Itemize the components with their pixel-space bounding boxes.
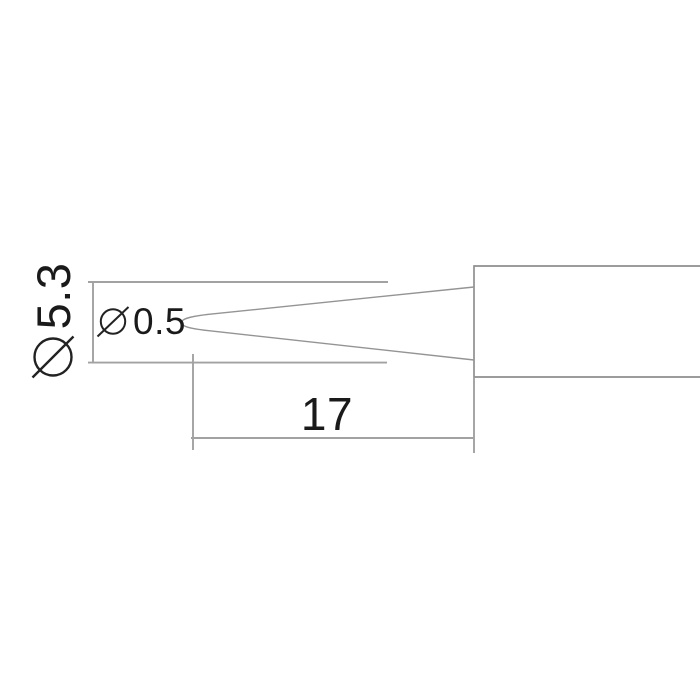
diameter-icon — [96, 306, 130, 338]
shank-diameter-label: 5.3 — [26, 262, 80, 382]
tip-length-value: 17 — [300, 388, 354, 440]
tip-diameter-label: 0.5 — [96, 300, 186, 342]
tip-length-label: 17 — [266, 391, 388, 437]
body-rectangle-outline — [473, 265, 700, 378]
tip-cone-outline — [180, 286, 475, 361]
shank-diameter-value: 5.3 — [26, 262, 80, 330]
tip-diameter-value: 0.5 — [133, 300, 186, 342]
diameter-icon — [31, 336, 75, 379]
